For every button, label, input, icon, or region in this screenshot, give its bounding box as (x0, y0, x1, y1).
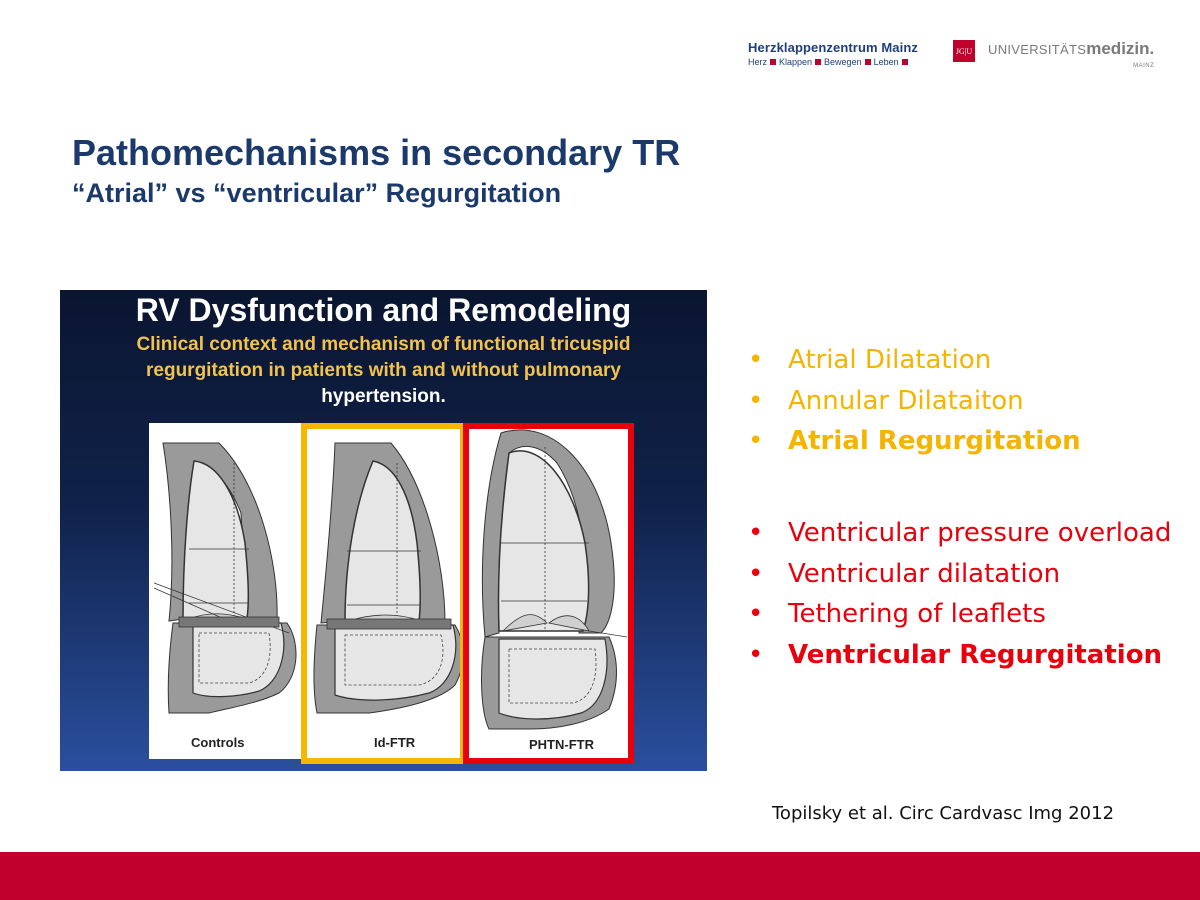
phtn-ftr-highlight-box (463, 423, 634, 764)
ventricle-diagram (153, 429, 628, 730)
panel-label-id-ftr: Id-FTR (374, 735, 416, 750)
list-item: •Ventricular Regurgitation (748, 639, 1163, 670)
figure-title: RV Dysfunction and Remodeling (135, 292, 632, 328)
id-ftr-highlight-box (301, 423, 466, 764)
controls-ventricle (153, 442, 297, 714)
universitaetsmedizin-logo: UNIVERSITÄTSmedizin. MAINZ (988, 39, 1155, 69)
atrial-bullet-list: •Atrial Dilatation •Annular Dilataiton •… (748, 340, 1081, 462)
figure-subtitle: Clinical context and mechanism of functi… (136, 334, 631, 407)
embedded-figure: RV Dysfunction and Remodeling Clinical c… (60, 290, 707, 771)
panel-label-phtn-ftr: PHTN-FTR (529, 737, 594, 752)
list-item: •Ventricular pressure overload (748, 518, 1172, 548)
list-item: •Ventricular dilatation (748, 558, 1061, 589)
id-ftr-ventricle (313, 442, 464, 714)
ventricle-diagram-panel: Controls Id-FTR PHTN-FTR (149, 423, 629, 759)
citation: Topilsky et al. Circ Cardvasc Img 2012 (772, 803, 1115, 824)
list-item: •Tethering of leaflets (748, 599, 1046, 629)
page-title: Pathomechanisms in secondary TR (72, 132, 681, 173)
footer-bar (0, 852, 1200, 900)
logo-primary-name: Herzklappenzentrum Mainz (748, 40, 918, 55)
jgu-logo: JG|U (953, 40, 975, 62)
ventricular-bullet-list: •Ventricular pressure overload •Ventricu… (748, 513, 1171, 675)
page-subtitle: “Atrial” vs “ventricular” Regurgitation (72, 178, 562, 208)
list-item: •Atrial Regurgitation (748, 426, 1081, 456)
list-item: •Atrial Dilatation (748, 345, 992, 375)
panel-label-controls: Controls (191, 735, 245, 750)
list-item: •Annular Dilataiton (748, 385, 1024, 416)
phtn-ftr-ventricle (481, 429, 628, 730)
